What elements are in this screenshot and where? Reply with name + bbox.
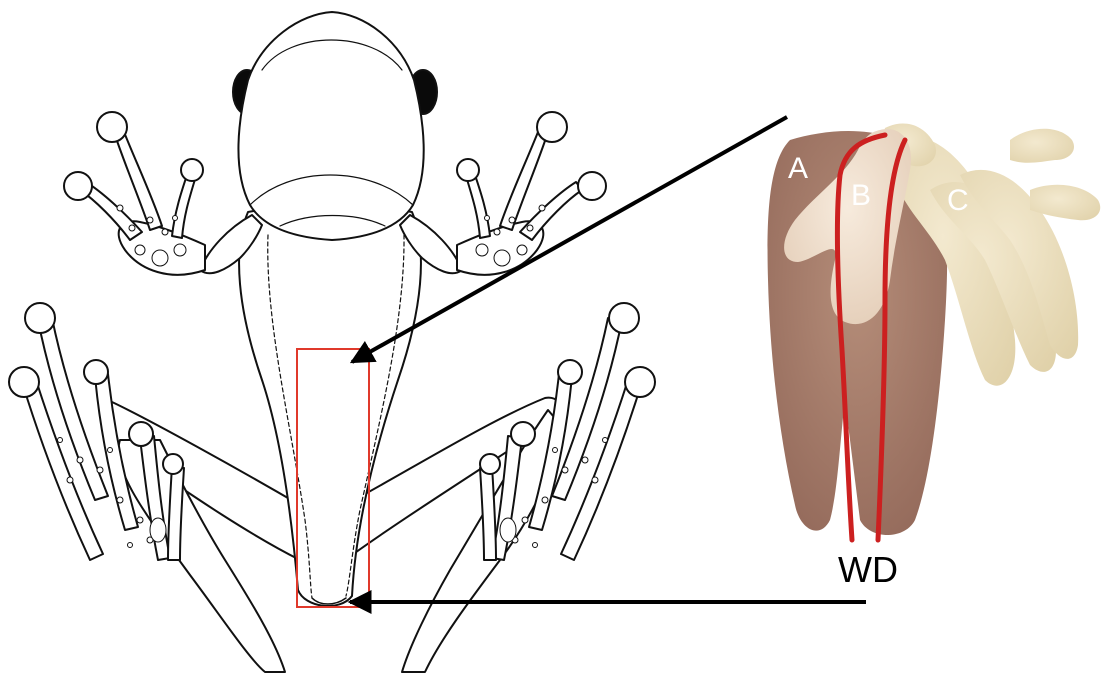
left-foot-pad-4 xyxy=(129,422,153,446)
left-toe-pad-2 xyxy=(97,112,127,142)
right-toe-pad-1 xyxy=(578,172,606,200)
frog-head xyxy=(238,12,423,240)
label-a: A xyxy=(788,152,808,185)
left-foot-pad-5 xyxy=(163,454,183,474)
right-toe-pad-2 xyxy=(537,112,567,142)
right-finger-3 xyxy=(466,172,490,238)
right-foot-pad-4 xyxy=(511,422,535,446)
right-foot-pad-3 xyxy=(558,360,582,384)
right-foot-pad-2 xyxy=(625,367,655,397)
left-toe-pad-3 xyxy=(181,159,203,181)
organ-detail-illustration: A B C WD xyxy=(768,123,1101,590)
left-toe-pad-1 xyxy=(64,172,92,200)
label-wd: WD xyxy=(838,549,898,590)
left-foot-pad-3 xyxy=(84,360,108,384)
frog-body xyxy=(239,208,421,607)
frog-illustration xyxy=(9,12,655,672)
left-foot-pad-1 xyxy=(25,303,55,333)
right-foot-pad-1 xyxy=(609,303,639,333)
label-b: B xyxy=(851,179,871,212)
label-c: C xyxy=(947,184,969,217)
right-toe-pad-3 xyxy=(457,159,479,181)
left-foot-pad-2 xyxy=(9,367,39,397)
right-foot-pad-5 xyxy=(480,454,500,474)
